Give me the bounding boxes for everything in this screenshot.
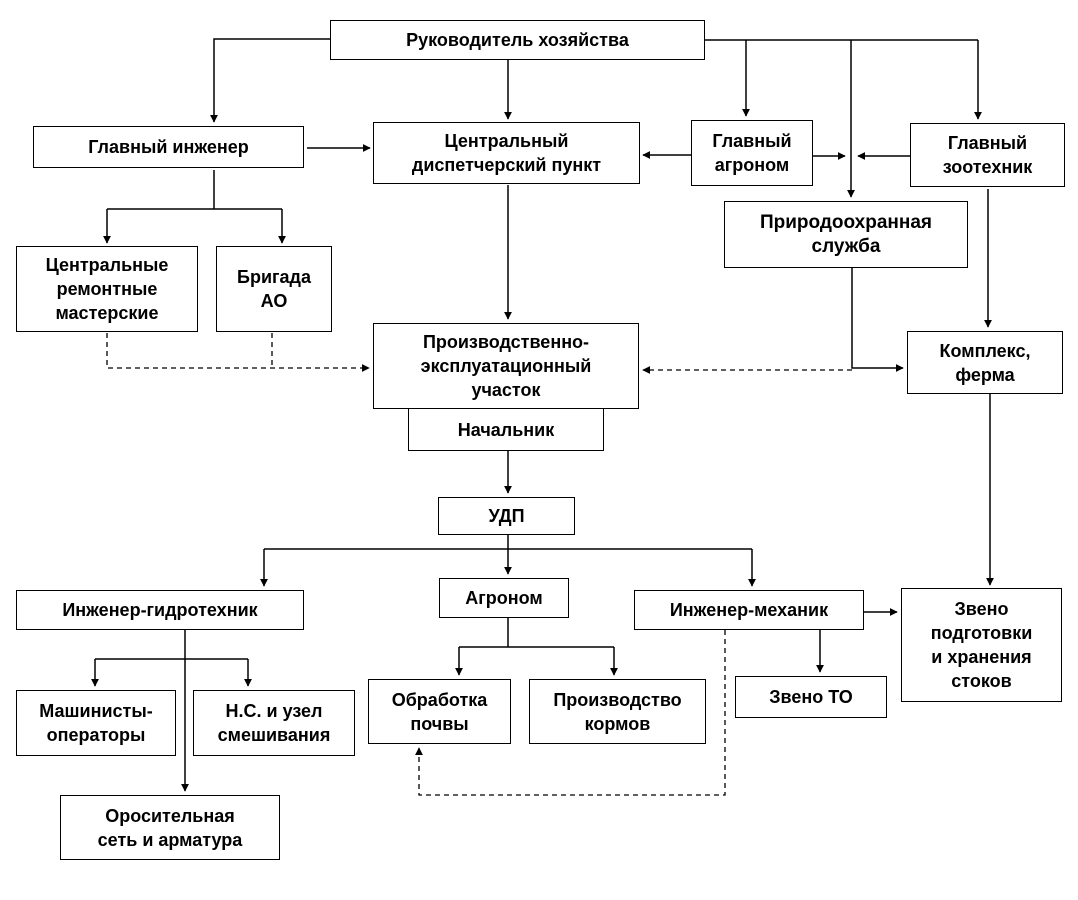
node-brigade: Бригада АО — [216, 246, 332, 332]
node-udp: УДП — [438, 497, 575, 535]
node-head: Руководитель хозяйства — [330, 20, 705, 60]
dashed-mechanic-to-soil — [415, 630, 726, 796]
node-waste: Звено подготовки и хранения стоков — [901, 588, 1062, 702]
node-feed: Производство кормов — [529, 679, 706, 744]
node-operators: Машинисты- операторы — [16, 690, 176, 756]
dashed-workshops-brigade-to-site — [106, 333, 370, 372]
arrow-nature-to-complex — [851, 268, 904, 372]
node-nature: Природоохранная служба — [724, 201, 968, 268]
node-mechanic: Инженер-механик — [634, 590, 864, 630]
node-agronomist: Агроном — [439, 578, 569, 618]
node-workshops: Центральные ремонтные мастерские — [16, 246, 198, 332]
node-hydro: Инженер-гидротехник — [16, 590, 304, 630]
node-chief-zoo: Главный зоотехник — [910, 123, 1065, 187]
node-zveno-to: Звено ТО — [735, 676, 887, 718]
node-soil: Обработка почвы — [368, 679, 511, 744]
node-dispatch: Центральный диспетчерский пункт — [373, 122, 640, 184]
node-pump: Н.С. и узел смешивания — [193, 690, 355, 756]
node-chief-agronomist: Главный агроном — [691, 120, 813, 186]
node-complex: Комплекс, ферма — [907, 331, 1063, 394]
node-site: Производственно- эксплуатационный участо… — [373, 323, 639, 409]
node-chief-engineer: Главный инженер — [33, 126, 304, 168]
node-chief: Начальник — [408, 408, 604, 451]
arrow-head-to-chief-engineer — [210, 38, 330, 123]
node-irrigation: Оросительная сеть и арматура — [60, 795, 280, 860]
